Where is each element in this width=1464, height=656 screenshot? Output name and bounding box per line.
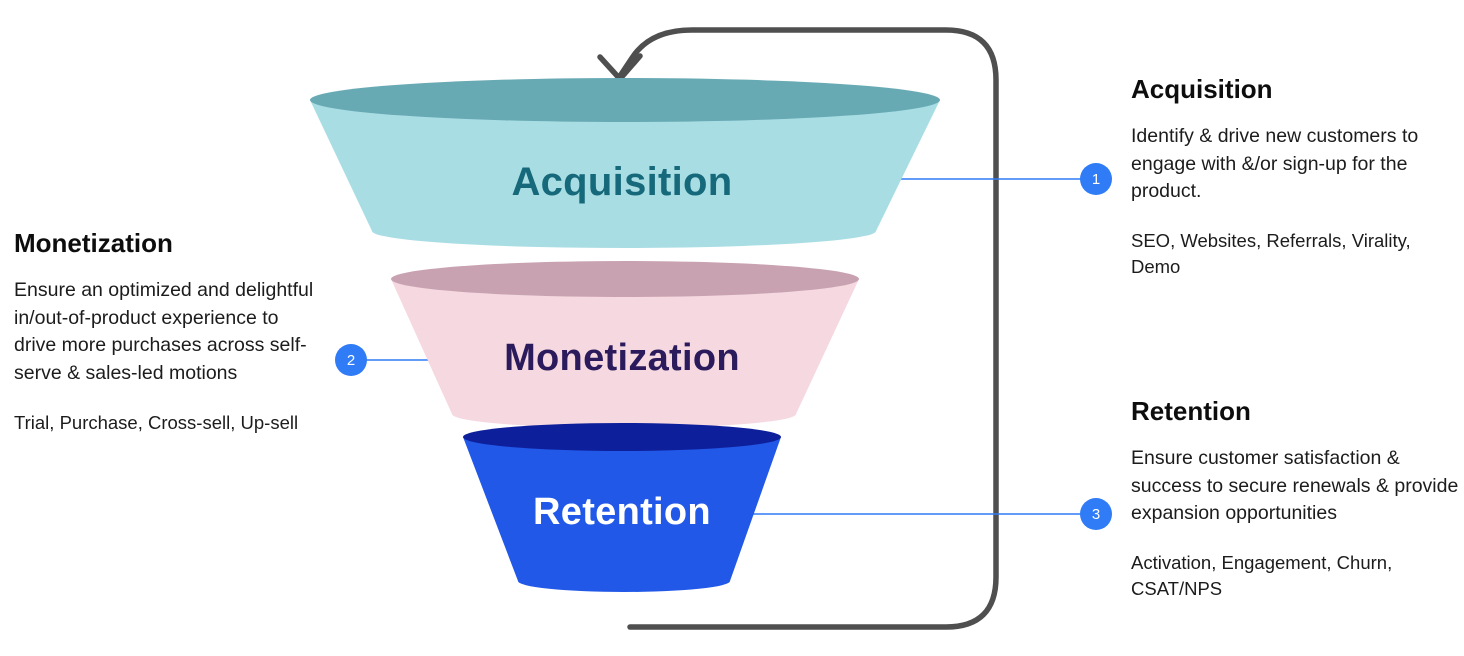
funnel-stage-retention-rim	[463, 423, 781, 451]
number-badge-1: 1	[1080, 163, 1112, 195]
annotation-acquisition-tags: SEO, Websites, Referrals, Virality, Demo	[1131, 230, 1411, 278]
annotation-retention-description: Ensure customer satisfaction & success t…	[1131, 447, 1459, 525]
loop-arrow	[617, 27, 999, 630]
funnel-stage-acquisition-rim	[310, 78, 940, 122]
funnel-stage-acquisition	[310, 100, 940, 248]
number-badge-3: 3	[1080, 498, 1112, 530]
annotation-retention-title: Retention	[1131, 396, 1251, 426]
number-badge-2: 2	[335, 344, 367, 376]
funnel-stage-retention	[463, 437, 781, 592]
annotation-monetization-title: Monetization	[14, 228, 173, 258]
annotation-retention: Retention Ensure customer satisfaction &…	[1131, 396, 1464, 603]
loop-arrow-head-icon	[597, 53, 643, 82]
annotation-monetization: Monetization Ensure an optimized and del…	[14, 228, 314, 436]
annotation-acquisition-description: Identify & drive new customers to engage…	[1131, 125, 1419, 203]
annotation-monetization-tags: Trial, Purchase, Cross-sell, Up-sell	[14, 411, 299, 433]
funnel-stage-monetization-rim	[391, 261, 859, 297]
funnel-stage-monetization	[391, 279, 859, 428]
annotation-acquisition: Acquisition Identify & drive new custome…	[1131, 74, 1463, 281]
annotation-acquisition-title: Acquisition	[1131, 74, 1273, 104]
annotation-retention-tags: Activation, Engagement, Churn, CSAT/NPS	[1131, 552, 1393, 600]
annotation-monetization-description: Ensure an optimized and delightful in/ou…	[14, 279, 314, 385]
